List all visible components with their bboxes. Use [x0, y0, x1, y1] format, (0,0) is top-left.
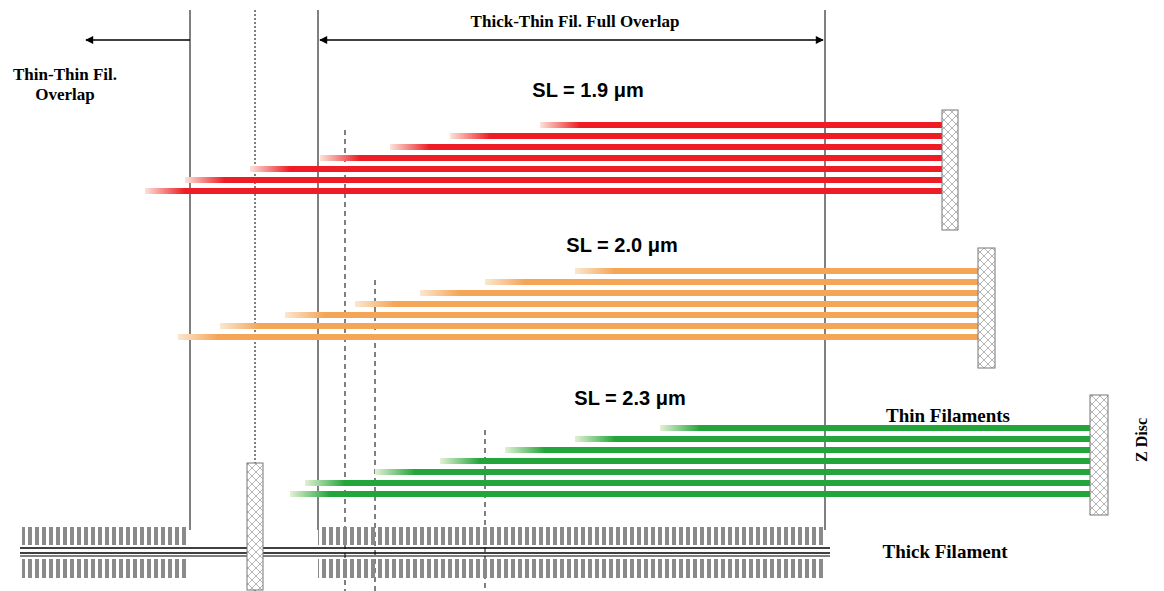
thin-filament — [545, 447, 1092, 453]
thin-filament — [225, 177, 944, 183]
sarcomere-length: SL = 1.9 μm — [532, 79, 643, 102]
boundary-line — [318, 10, 319, 530]
part-label: Thin Filaments — [886, 405, 1010, 427]
sarcomere-length: SL = 2.3 μm — [574, 387, 685, 410]
z-disc — [1090, 395, 1108, 515]
sarcomere-length: SL = 2.0 μm — [566, 234, 677, 257]
thin-filament-tip — [305, 480, 345, 486]
m-band — [247, 463, 263, 590]
myosin-heads — [318, 559, 826, 578]
thin-filament-tip — [145, 188, 185, 194]
thin-filament — [480, 458, 1092, 464]
thin-filament — [490, 133, 944, 139]
z-disc — [978, 248, 995, 368]
thin-filament-tip — [485, 279, 525, 285]
thin-filament — [615, 436, 1092, 442]
dimension-label: Thin-Thin Fil. Overlap — [13, 65, 117, 104]
thin-filament — [345, 480, 1092, 486]
part-label: Z Disc — [1133, 418, 1151, 462]
thin-filament — [360, 155, 944, 161]
thin-filament — [415, 469, 1092, 475]
thin-filament-tip — [375, 469, 415, 475]
thin-filament-tip — [290, 491, 330, 497]
thin-filament-tip — [660, 425, 700, 431]
dimension-label: Thick-Thin Fil. Full Overlap — [471, 12, 680, 32]
thin-filament — [430, 144, 944, 150]
thin-filament-tip — [185, 177, 225, 183]
thin-filament-tip — [320, 155, 360, 161]
thin-filament — [580, 122, 944, 128]
thin-filament — [395, 301, 980, 307]
thin-filament — [330, 491, 1092, 497]
thick-filament-backbone — [20, 547, 830, 549]
thin-filament-tip — [285, 312, 325, 318]
thin-filament — [460, 290, 980, 296]
thin-filament — [260, 323, 980, 329]
myosin-heads — [22, 527, 189, 545]
myosin-heads — [318, 527, 826, 545]
thick-filament-backbone — [20, 552, 830, 554]
thin-filament-tip — [420, 290, 460, 296]
thin-filament — [290, 166, 944, 172]
dimension-arrow — [320, 39, 823, 41]
thin-filament-tip — [390, 144, 430, 150]
thin-filament-tip — [450, 133, 490, 139]
boundary-line — [190, 10, 191, 530]
dimension-arrow — [86, 39, 190, 41]
thin-filament-tip — [540, 122, 580, 128]
thin-filament-tip — [355, 301, 395, 307]
myosin-heads — [22, 559, 189, 578]
thin-filament-tip — [505, 447, 545, 453]
thin-filament — [525, 279, 980, 285]
z-disc — [942, 110, 958, 230]
thin-filament-tip — [575, 436, 615, 442]
thin-filament — [218, 334, 980, 340]
thin-filament-tip — [220, 323, 260, 329]
thick-filament-backbone — [20, 556, 830, 557]
thin-filament-tip — [575, 268, 615, 274]
thin-filament — [185, 188, 944, 194]
thin-filament-tip — [178, 334, 218, 340]
filament-end-line — [345, 130, 346, 591]
thin-filament-tip — [440, 458, 480, 464]
thin-filament-tip — [250, 166, 290, 172]
part-label: Thick Filament — [882, 541, 1007, 563]
thin-filament — [325, 312, 980, 318]
thin-filament — [615, 268, 980, 274]
